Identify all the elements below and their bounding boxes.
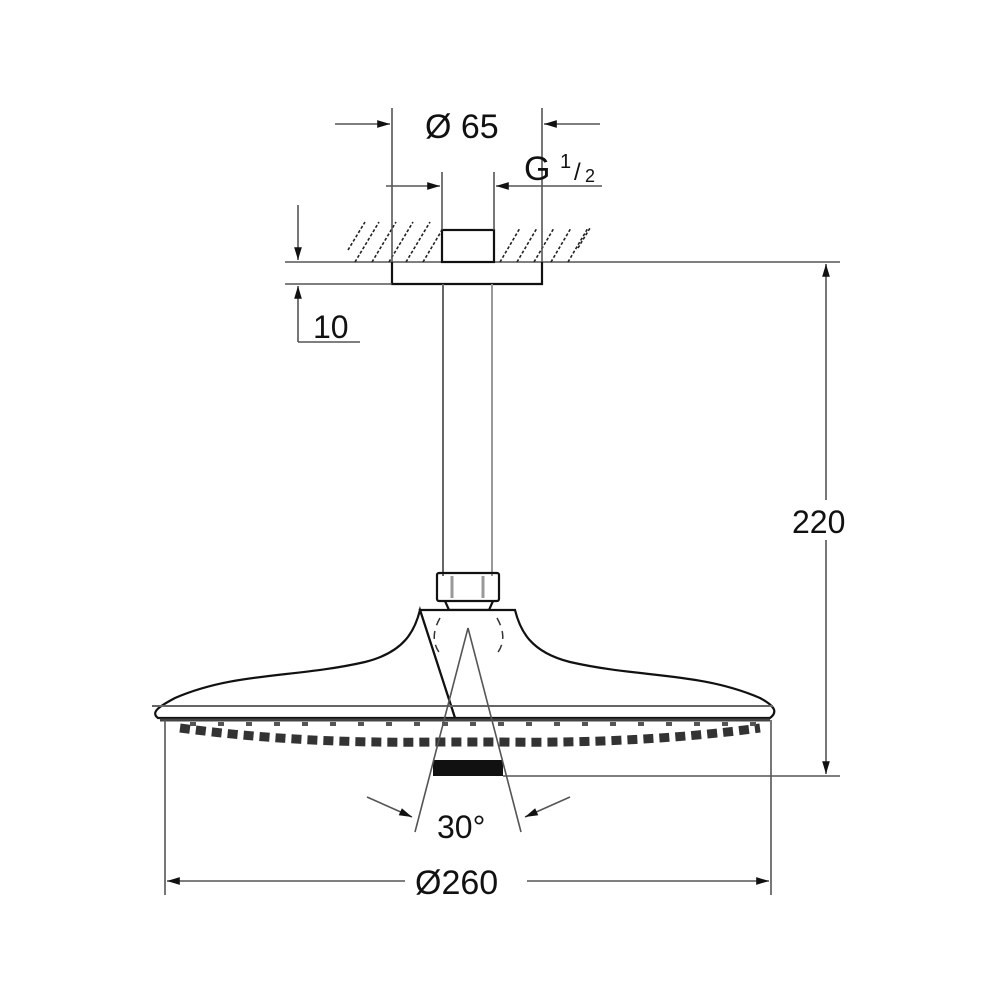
flange-thickness-dimension: 10 — [294, 205, 360, 345]
flange-diameter-label: Ø 65 — [425, 108, 499, 146]
total-height-label: 220 — [792, 504, 845, 540]
head-diameter-dimension: Ø260 — [164, 720, 772, 902]
thread-fraction-slash: / — [574, 159, 581, 186]
flange-diameter-dimension: Ø 65 — [335, 108, 600, 262]
ceiling — [285, 221, 840, 264]
wall-flange — [390, 262, 544, 286]
thread-denominator: 2 — [585, 166, 595, 186]
swivel-nut — [435, 571, 501, 612]
spray-nozzles — [179, 722, 761, 747]
thread-dimension: G 1 / 2 — [386, 150, 602, 230]
pipe-stub — [440, 228, 496, 264]
shower-head — [152, 606, 776, 776]
head-diameter-label: Ø260 — [415, 864, 498, 902]
thread-numerator: 1 — [560, 151, 571, 173]
shower-arm — [442, 284, 493, 576]
center-spray-disc — [433, 760, 503, 776]
thread-prefix-label: G — [524, 150, 550, 188]
flange-thickness-label: 10 — [313, 309, 349, 345]
ceiling-hatching — [347, 221, 591, 263]
spray-angle-label: 30° — [437, 809, 485, 845]
total-height-dimension: 220 — [503, 263, 845, 777]
spray-angle-dimension: 30° — [366, 627, 571, 845]
